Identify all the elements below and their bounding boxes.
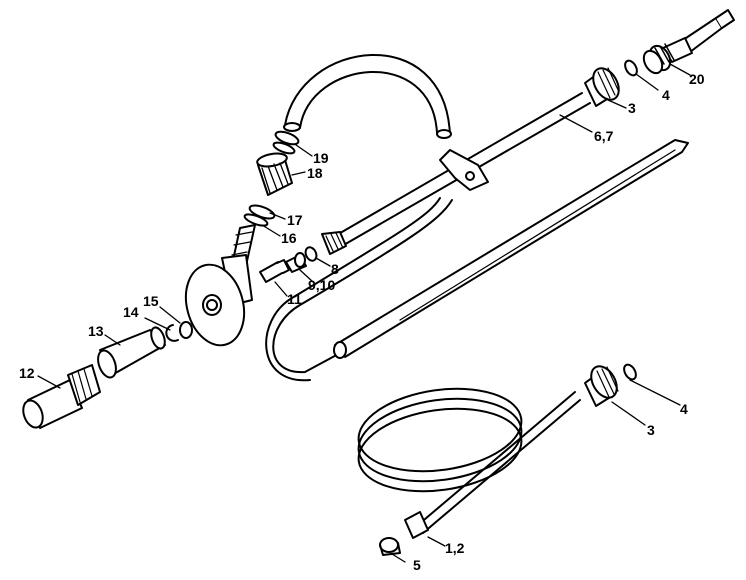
callout-4-lower: 4 bbox=[680, 401, 688, 417]
callout-8: 8 bbox=[331, 261, 339, 277]
callout-18: 18 bbox=[307, 165, 323, 181]
callout-14: 14 bbox=[123, 304, 139, 320]
spray-guard-part bbox=[265, 139, 689, 382]
leader-lines bbox=[37, 63, 691, 563]
o-ring-4b-part bbox=[623, 363, 637, 381]
o-ring-15-part bbox=[179, 321, 193, 339]
lance-tube-part bbox=[321, 67, 620, 255]
cap-5-part bbox=[379, 537, 401, 556]
clip-14-part bbox=[165, 324, 179, 342]
callout-13: 13 bbox=[88, 323, 104, 339]
nozzle-connector-part bbox=[642, 9, 735, 75]
callout-19: 19 bbox=[313, 150, 329, 166]
o-ring-8-part bbox=[304, 246, 318, 262]
screw-11-part bbox=[259, 259, 290, 283]
callout-5: 5 bbox=[413, 557, 421, 573]
knurled-cap-part bbox=[256, 152, 293, 196]
callout-11: 11 bbox=[287, 291, 302, 307]
ring-19-part bbox=[274, 130, 300, 146]
o-ring-16-part bbox=[243, 213, 269, 227]
callout-12: 12 bbox=[19, 365, 35, 381]
spray-head-part bbox=[184, 224, 256, 347]
callout-9-10: 9,10 bbox=[308, 277, 336, 293]
callout-1-2: 1,2 bbox=[445, 540, 465, 556]
callout-3: 3 bbox=[628, 100, 636, 116]
high-pressure-hose-part bbox=[357, 365, 619, 539]
callout-16: 16 bbox=[281, 230, 297, 246]
nozzle-insert-part bbox=[285, 252, 307, 273]
o-ring-part bbox=[624, 59, 638, 77]
handle-bracket-part bbox=[439, 149, 489, 191]
tube-13-part bbox=[97, 326, 166, 379]
callout-17: 17 bbox=[287, 212, 303, 228]
curved-tube-part bbox=[283, 54, 452, 139]
callout-20: 20 bbox=[689, 71, 705, 87]
ring-19b-part bbox=[272, 141, 296, 155]
callout-3-lower: 3 bbox=[647, 422, 655, 438]
callout-6-7: 6,7 bbox=[594, 128, 614, 144]
callout-15: 15 bbox=[143, 293, 159, 309]
callout-4: 4 bbox=[662, 87, 670, 103]
nozzle-12-part bbox=[22, 364, 101, 429]
